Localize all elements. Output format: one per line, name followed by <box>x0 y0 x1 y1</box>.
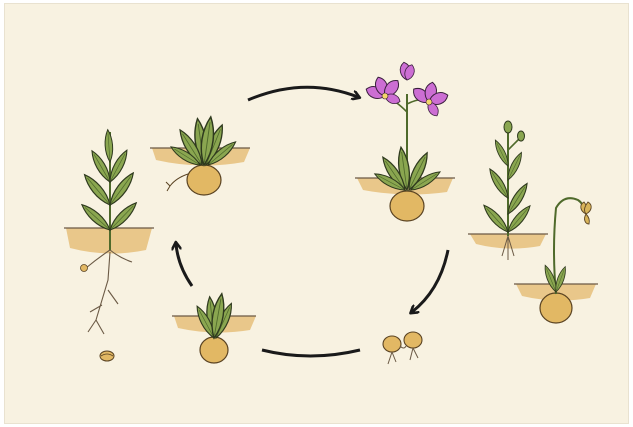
leafy-bulb-icon <box>150 116 250 195</box>
drooping-flower-icon <box>514 198 598 323</box>
sprouting-bulb-icon <box>172 293 256 363</box>
seed-bulbs-icon <box>383 332 422 364</box>
flowering-plant-icon <box>355 61 455 221</box>
seed-icon <box>100 351 114 361</box>
arrow-bottom <box>262 350 360 356</box>
budding-stem-icon <box>468 121 548 260</box>
arrow-right <box>412 250 448 312</box>
arrow-top <box>248 87 358 100</box>
rooted-stem-icon <box>64 129 154 334</box>
arrow-left <box>176 244 192 286</box>
